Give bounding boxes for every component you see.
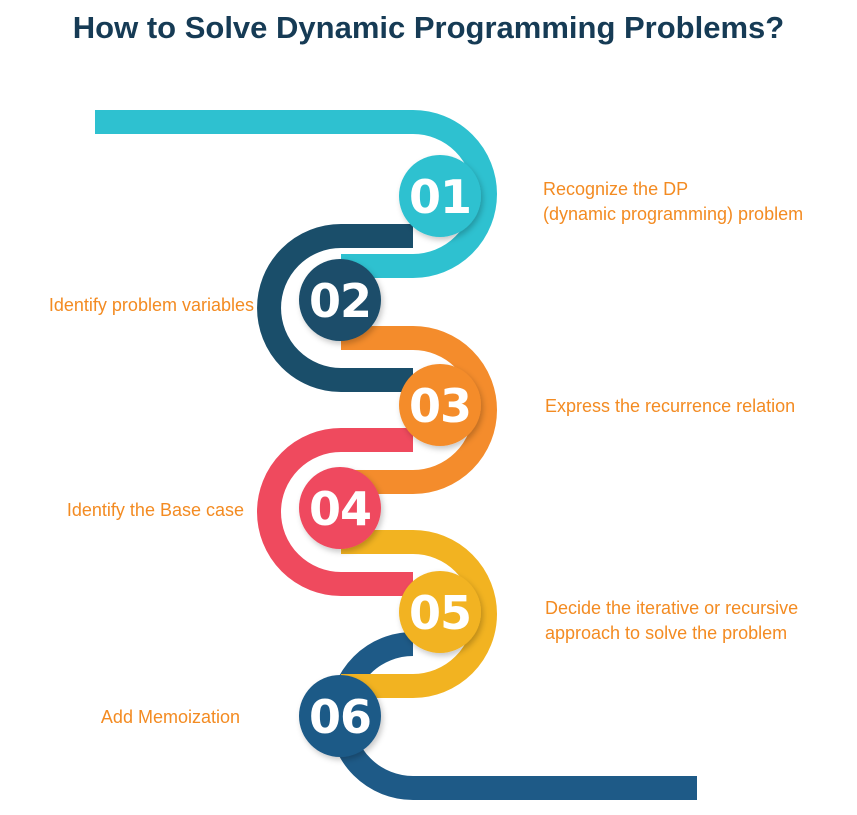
track-step-3 [341,326,497,494]
track-step-1 [95,110,497,278]
step-badge-4: 04 [299,467,381,549]
step-label-5: Decide the iterative or recursive approa… [545,596,798,646]
step-badge-1: 01 [399,155,481,237]
step-label-1: Recognize the DP (dynamic programming) p… [543,177,803,227]
step-label-3: Express the recurrence relation [545,394,795,419]
track-step-6 [329,632,697,800]
step-number-5: 05 [409,586,471,640]
step-number-6: 06 [309,690,371,744]
track-step-4 [257,428,413,596]
step-circle-3 [399,364,481,446]
step-circle-4 [299,467,381,549]
step-label-2-line-1: Identify problem variables [48,295,254,315]
page-title: How to Solve Dynamic Programming Problem… [72,10,785,45]
step-circle-6 [299,675,381,757]
step-label-4-line-1: Identify the Base case [66,500,244,520]
step-badge-3: 03 [399,364,481,446]
step-label-6: Add Memoization [101,705,240,730]
step-circle-2 [299,259,381,341]
step-label-3-line-1: Express the recurrence relation [545,396,796,416]
step-label-5-line-2: approach to solve the problem [545,623,788,643]
step-number-1: 01 [409,170,471,224]
step-number-2: 02 [309,274,371,328]
step-badge-5: 05 [399,571,481,653]
track-step-2 [257,224,413,392]
step-number-3: 03 [409,379,471,433]
step-number-4: 04 [309,482,371,536]
step-label-4: Identify the Base case [67,498,244,523]
step-circle-1 [399,155,481,237]
step-circle-5 [399,571,481,653]
step-label-2: Identify problem variables [49,293,254,318]
step-label-6-line-1: Add Memoization [100,707,240,727]
track-step-5 [341,530,497,698]
step-label-5-line-1: Decide the iterative or recursive [545,598,799,618]
step-badge-6: 06 [299,675,381,757]
step-label-1-line-2: (dynamic programming) problem [543,204,804,224]
step-label-1-line-1: Recognize the DP [543,179,689,199]
step-badge-2: 02 [299,259,381,341]
